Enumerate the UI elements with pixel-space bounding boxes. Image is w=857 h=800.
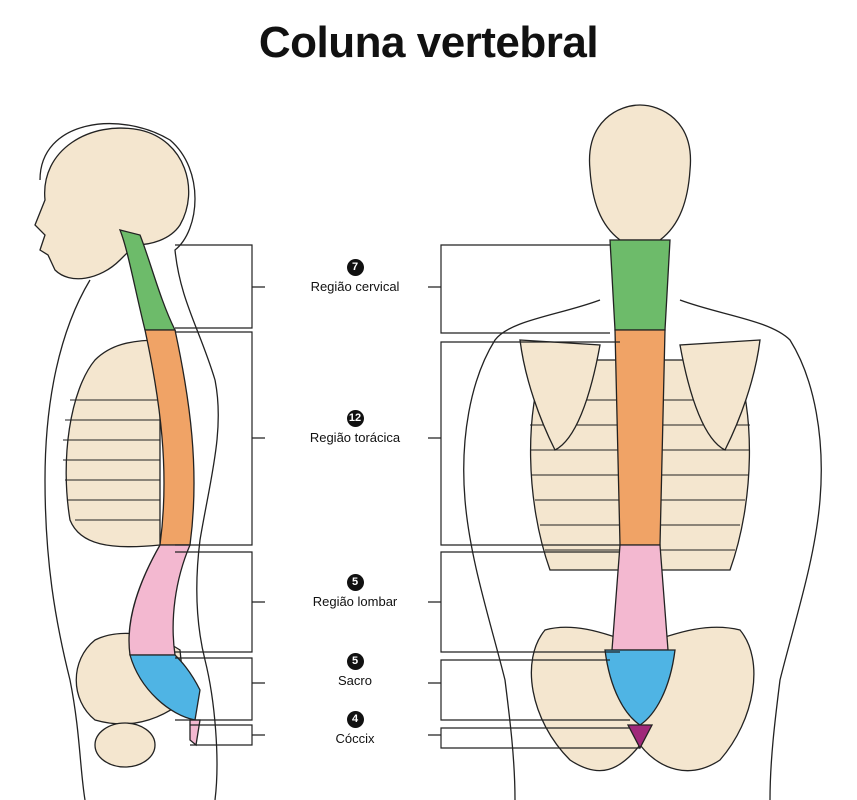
right-scapula xyxy=(679,339,761,451)
side-coccyx xyxy=(189,719,201,747)
region-sacrum-label: 5 Sacro xyxy=(270,652,440,688)
side-body-outline xyxy=(39,123,219,800)
page-title: Coluna vertebral xyxy=(258,18,599,67)
left-brackets xyxy=(175,244,265,746)
side-ribcage xyxy=(65,339,161,548)
region-count-badge: 5 xyxy=(346,653,364,670)
back-head xyxy=(588,104,692,241)
left-scapula xyxy=(519,339,601,451)
region-name: Região cervical xyxy=(310,279,400,294)
region-count-badge: 5 xyxy=(346,574,364,591)
region-cervical-label: 7 Região cervical xyxy=(270,258,440,294)
region-name: Região torácica xyxy=(309,430,401,445)
back-thoracic xyxy=(614,329,666,546)
back-coccyx xyxy=(626,724,654,750)
region-coccyx-label: 4 Cóccix xyxy=(270,710,440,746)
region-thoracic-label: 12 Região torácica xyxy=(270,409,440,445)
side-cervical xyxy=(118,229,177,331)
region-count-badge: 4 xyxy=(346,711,364,728)
back-cervical xyxy=(609,239,671,331)
region-count-badge: 7 xyxy=(346,259,364,276)
back-lumbar xyxy=(611,544,669,651)
side-skull xyxy=(34,127,190,280)
back-body-outline xyxy=(463,299,822,800)
region-name: Sacro xyxy=(338,673,372,688)
side-lumbar xyxy=(128,544,191,656)
right-brackets xyxy=(428,244,640,749)
region-count-badge: 12 xyxy=(346,410,364,427)
region-lumbar-label: 5 Região lombar xyxy=(270,573,440,609)
region-name: Cóccix xyxy=(335,731,375,746)
region-name: Região lombar xyxy=(312,594,398,609)
